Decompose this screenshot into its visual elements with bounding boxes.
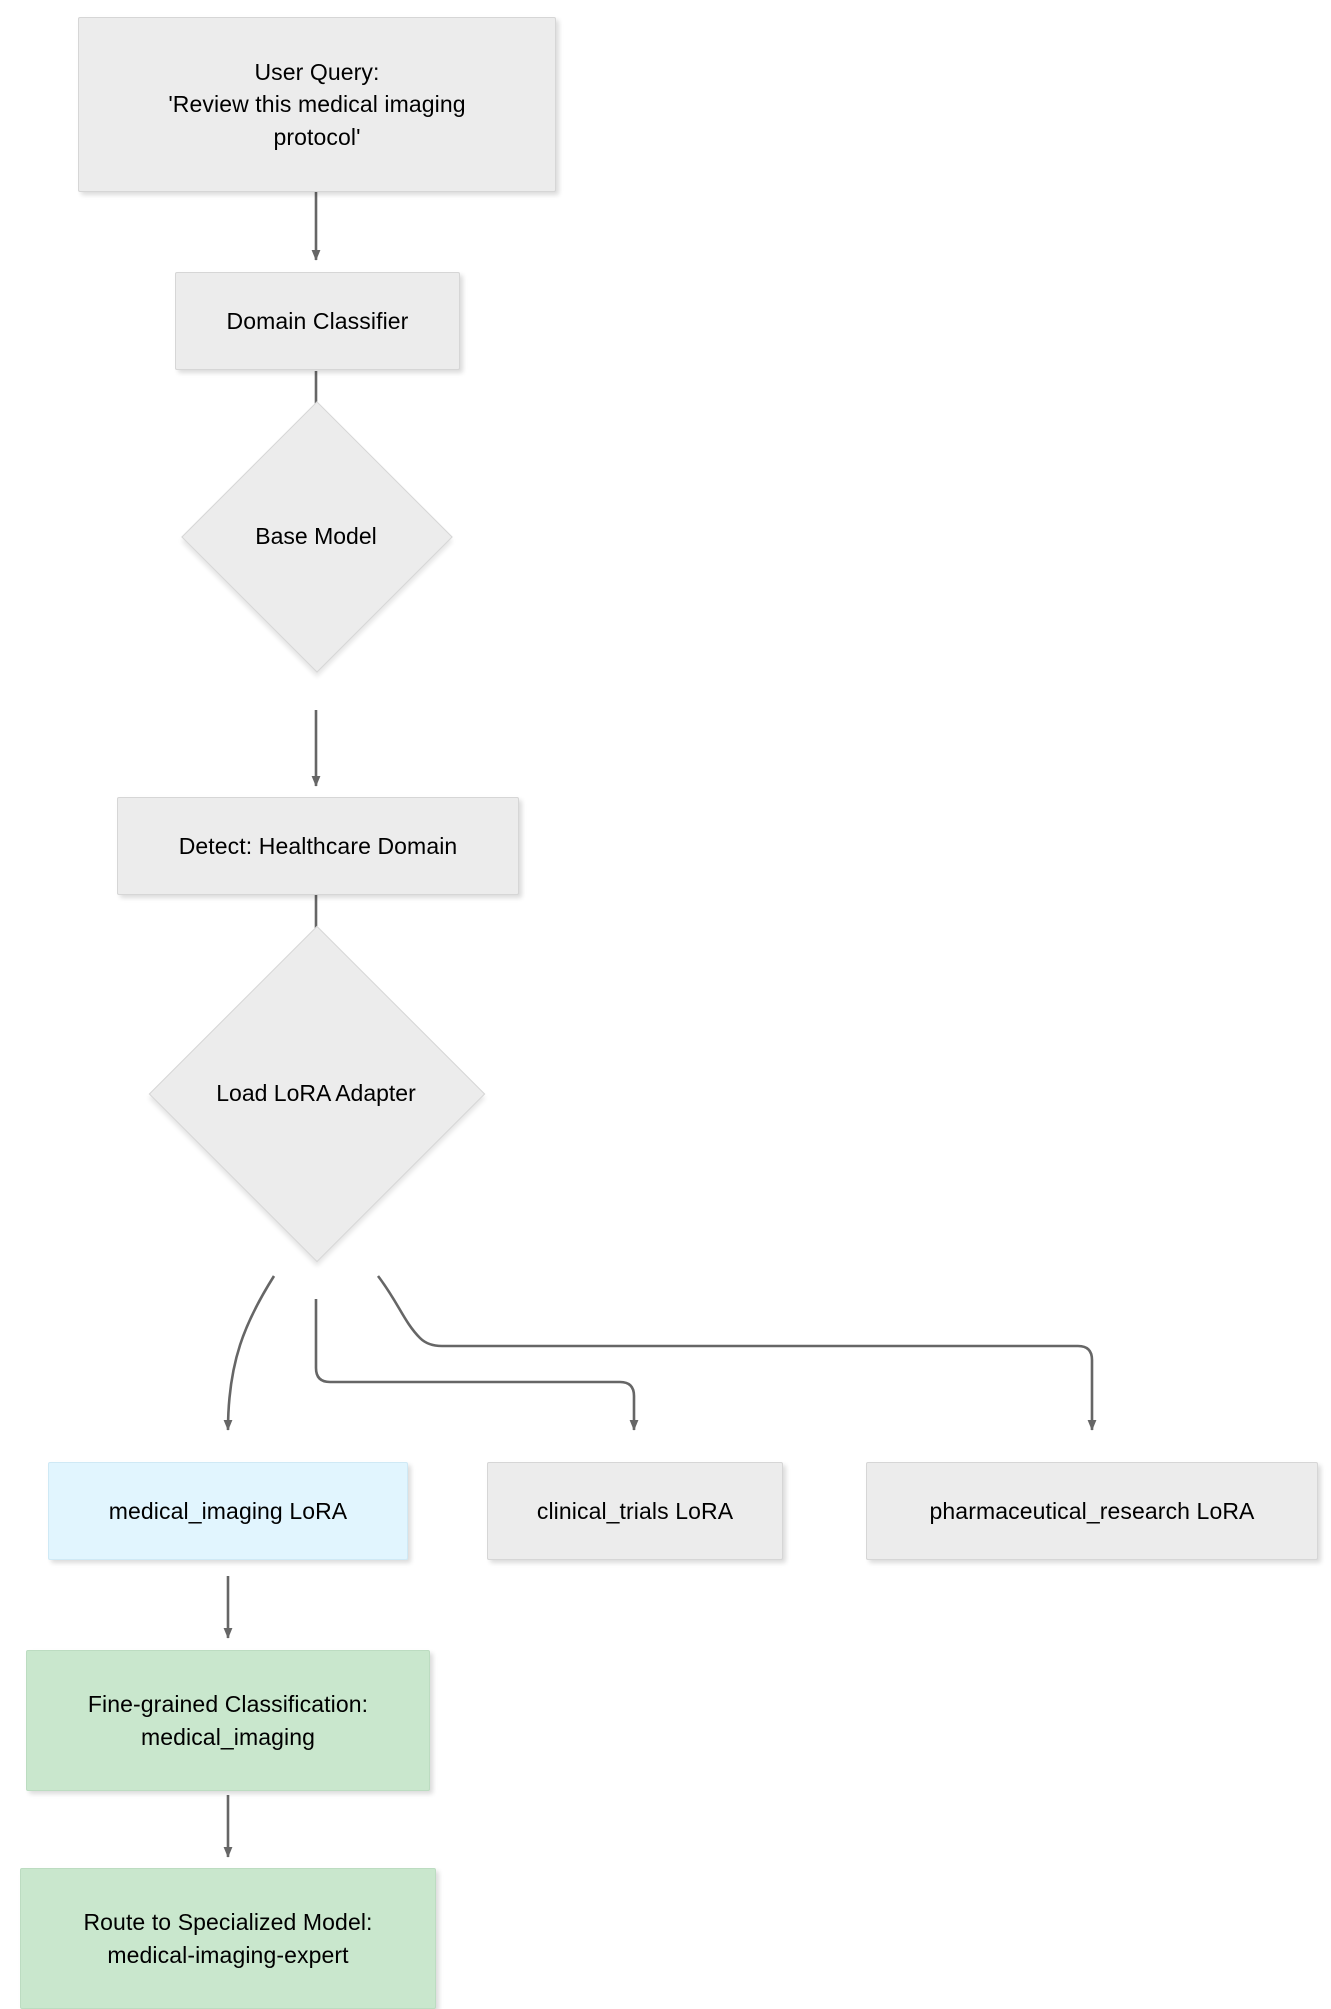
node-base-model-label-wrap: Base Model	[221, 441, 411, 631]
node-load-lora-adapter[interactable]: Load LoRA Adapter	[148, 925, 486, 1263]
node-pharmaceutical-research-lora-label: pharmaceutical_research LoRA	[929, 1497, 1255, 1524]
node-user-query-line-2: 'Review this medical imaging	[168, 91, 466, 118]
node-load-lora-adapter-label: Load LoRA Adapter	[216, 1079, 416, 1106]
node-detect-healthcare-domain[interactable]: Detect: Healthcare Domain	[117, 797, 519, 895]
node-clinical-trials-lora[interactable]: clinical_trials LoRA	[487, 1462, 783, 1560]
node-base-model[interactable]: Base Model	[181, 401, 453, 673]
node-domain-classifier[interactable]: Domain Classifier	[175, 272, 460, 370]
edge-load-lora-adapter-to-medical-imaging-lora	[223, 1275, 276, 1431]
edge-load-lora-adapter-to-clinical-trials-lora	[314, 1299, 639, 1431]
node-fine-grained-classification-line-2: medical_imaging	[140, 1723, 316, 1750]
node-user-query[interactable]: User Query: 'Review this medical imaging…	[78, 17, 556, 192]
node-fine-grained-classification-line-1: Fine-grained Classification:	[87, 1690, 369, 1717]
node-medical-imaging-lora-label: medical_imaging LoRA	[108, 1497, 348, 1524]
node-route-to-specialized-model-line-1: Route to Specialized Model:	[83, 1908, 373, 1935]
edge-load-lora-adapter-to-pharmaceutical-research-lora	[376, 1275, 1097, 1431]
node-route-to-specialized-model-line-2: medical-imaging-expert	[107, 1941, 349, 1968]
node-user-query-line-3: protocol'	[273, 123, 361, 150]
node-medical-imaging-lora[interactable]: medical_imaging LoRA	[48, 1462, 408, 1560]
node-route-to-specialized-model[interactable]: Route to Specialized Model: medical-imag…	[20, 1868, 436, 2009]
node-clinical-trials-lora-label: clinical_trials LoRA	[536, 1497, 734, 1524]
node-domain-classifier-label: Domain Classifier	[226, 307, 409, 334]
node-detect-healthcare-domain-label: Detect: Healthcare Domain	[178, 832, 458, 859]
node-load-lora-adapter-label-wrap: Load LoRA Adapter	[198, 975, 434, 1211]
node-user-query-line-1: User Query:	[254, 58, 380, 85]
node-fine-grained-classification[interactable]: Fine-grained Classification: medical_ima…	[26, 1650, 430, 1791]
node-base-model-label: Base Model	[255, 522, 377, 549]
node-pharmaceutical-research-lora[interactable]: pharmaceutical_research LoRA	[866, 1462, 1318, 1560]
